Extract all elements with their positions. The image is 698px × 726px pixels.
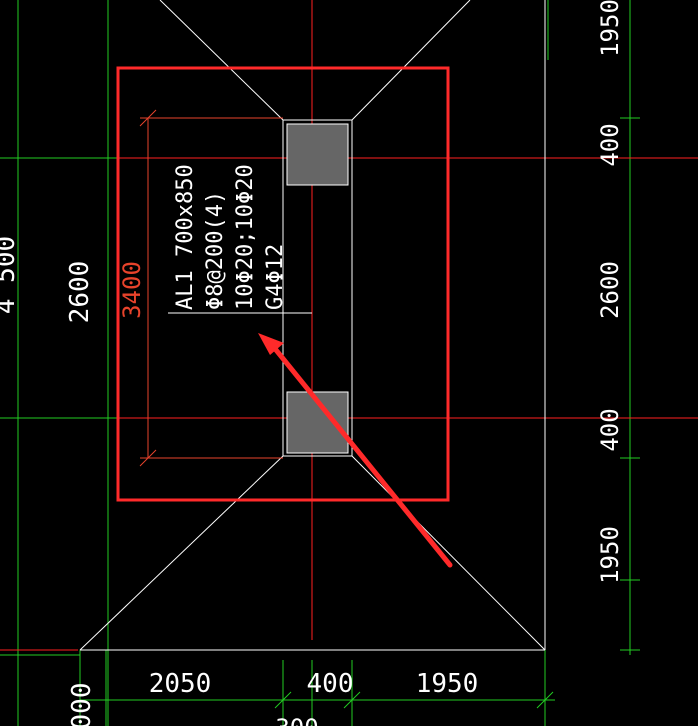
diagonal-bottom-left — [79, 455, 284, 651]
left-cut-text: 4 500 — [0, 236, 21, 314]
beam-note-line1: AL1 700x850 — [173, 164, 198, 310]
right-dim-400-upper: 400 — [596, 123, 624, 166]
diagonal-top-left — [159, 0, 284, 121]
local-dimension — [139, 109, 283, 467]
beam-note-line4: G4Φ12 — [263, 244, 288, 310]
bottom-dim-2050: 2050 — [149, 669, 212, 699]
beam-outline — [282, 119, 353, 457]
diagonal-bottom-right — [351, 455, 546, 651]
bottom-dim-400: 400 — [307, 669, 354, 699]
axis-lines — [0, 0, 698, 651]
bottom-dim-300-partial: 300 — [275, 714, 318, 726]
pointer-arrow — [258, 333, 453, 568]
right-dim-2600: 2600 — [596, 261, 624, 319]
column-upper — [286, 123, 349, 186]
right-dim-1950-top: 1950 — [596, 0, 624, 57]
beam-note-line3: 10Φ20;10Φ20 — [233, 164, 258, 310]
highlight-box — [116, 66, 450, 502]
right-dim-1950-bottom: 1950 — [596, 526, 624, 584]
diagonal-top-right — [351, 0, 471, 121]
right-dim-400-lower: 400 — [596, 408, 624, 451]
foundation-outline — [79, 0, 546, 651]
left-dim-2600: 2600 — [65, 261, 95, 324]
beam-note-line2: Φ8@200(4) — [203, 191, 228, 310]
bottom-left-cut-text: 000 — [67, 683, 97, 726]
bottom-dim-1950: 1950 — [416, 669, 479, 699]
local-dim-3400: 3400 — [118, 261, 146, 319]
